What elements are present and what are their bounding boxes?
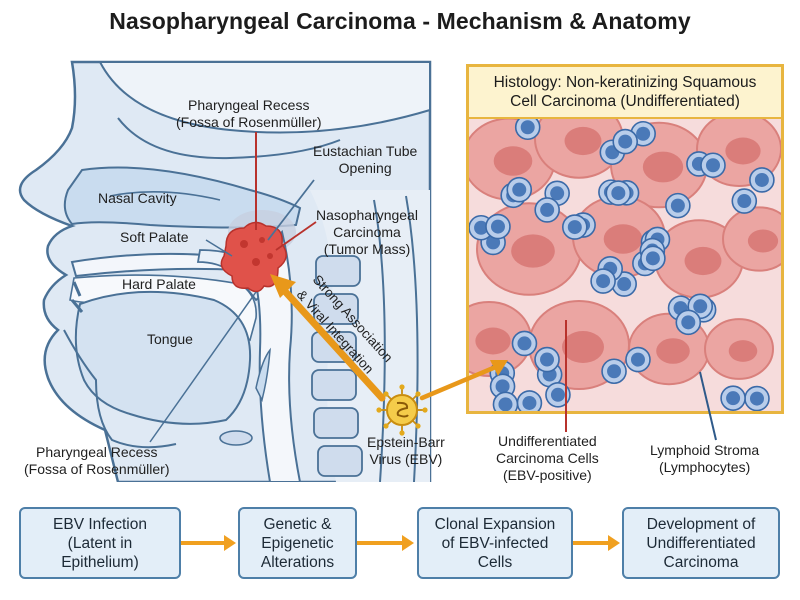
epiglottis (255, 347, 271, 403)
lymphocyte-nucleus (611, 186, 626, 201)
label-hard-palate: Hard Palate (122, 276, 196, 292)
lymphocyte-nucleus (517, 336, 532, 351)
hyoid (219, 430, 253, 446)
lymphocyte-nucleus (495, 379, 510, 394)
carcinoma-nucleus (684, 246, 722, 276)
carcinoma-nucleus (603, 224, 643, 254)
lymphocyte-nucleus (737, 194, 752, 209)
lymphocyte-nucleus (550, 186, 565, 201)
lymphocyte-nucleus (726, 391, 741, 406)
spinal-canal-back (405, 195, 419, 482)
lymphocyte-nucleus (681, 315, 696, 330)
carcinoma-nucleus (725, 137, 761, 165)
flow-step-ebv-infection: EBV Infection (Latent in Epithelium) (19, 507, 181, 579)
carcinoma-nucleus (656, 338, 690, 364)
lymphocyte-nucleus (645, 251, 660, 266)
flow-step-clonal-expansion: Clonal Expansion of EBV-infected Cells (417, 507, 573, 579)
flow-arrow-2 (357, 535, 414, 551)
lymphocyte-nucleus (490, 219, 505, 234)
sinus-contour (117, 117, 341, 160)
skull-base (98, 61, 431, 134)
lower-jaw (63, 329, 177, 449)
teeth (70, 281, 84, 313)
lymphocyte-nucleus (749, 391, 764, 406)
lymphocyte-nucleus (670, 198, 685, 213)
carcinoma-nucleus (728, 340, 758, 362)
carcinoma-nucleus (642, 151, 684, 183)
lymphocyte-nucleus (596, 274, 611, 289)
histology-micrograph (469, 119, 781, 411)
label-tongue: Tongue (147, 331, 193, 347)
flow-step-development: Development of Undifferentiated Carcinom… (622, 507, 780, 579)
label-carcinoma-cells: Undifferentiated Carcinoma Cells (EBV-po… (496, 433, 599, 483)
turbinate (109, 191, 221, 201)
label-pharyngeal-recess-top: Pharyngeal Recess (Fossa of Rosenmüller) (176, 97, 322, 130)
flow-step-genetic-alterations: Genetic & Epigenetic Alterations (238, 507, 357, 579)
label-tumor: Nasopharyngeal Carcinoma (Tumor Mass) (316, 207, 418, 257)
lymphocyte-nucleus (636, 126, 651, 141)
lymphocyte-nucleus (474, 220, 489, 235)
histology-title: Histology: Non-keratinizing Squamous Cel… (469, 67, 781, 119)
lymphocyte-nucleus (617, 277, 632, 292)
lymphocyte-nucleus (498, 397, 513, 411)
lymphocyte-nucleus (693, 299, 708, 314)
carcinoma-nucleus (562, 331, 604, 363)
lymphocyte-nucleus (630, 352, 645, 367)
lymphocyte-nucleus (512, 182, 527, 197)
lymphocyte-nucleus (567, 220, 582, 235)
label-eustachian-tube: Eustachian Tube Opening (313, 143, 418, 176)
label-lymphoid-stroma: Lymphoid Stroma (Lymphocytes) (650, 442, 760, 475)
lymphocyte-nucleus (618, 134, 633, 149)
label-ebv: Epstein-Barr Virus (EBV) (367, 434, 445, 467)
lymphocyte-nucleus (540, 352, 555, 367)
label-soft-palate: Soft Palate (120, 229, 189, 245)
lymphocyte-nucleus (540, 202, 555, 217)
lymphocyte-nucleus (607, 364, 622, 379)
label-pharyngeal-recess-bottom: Pharyngeal Recess (Fossa of Rosenmüller) (24, 444, 170, 477)
flow-arrow-3 (573, 535, 620, 551)
label-nasal-cavity: Nasal Cavity (98, 190, 177, 206)
lymphocyte-nucleus (522, 395, 537, 410)
lymphocyte-nucleus (550, 387, 565, 402)
carcinoma-nucleus (747, 229, 779, 253)
carcinoma-nucleus (475, 327, 511, 355)
carcinoma-nucleus (511, 234, 555, 268)
lymphocyte-nucleus (706, 158, 721, 173)
flow-arrow-1 (181, 535, 236, 551)
lymphocyte-nucleus (754, 172, 769, 187)
carcinoma-nucleus (493, 146, 533, 176)
histology-panel: Histology: Non-keratinizing Squamous Cel… (466, 64, 784, 414)
lymphocyte-nucleus (520, 120, 535, 135)
carcinoma-nucleus (564, 126, 602, 156)
page-title: Nasopharyngeal Carcinoma - Mechanism & A… (109, 8, 691, 34)
